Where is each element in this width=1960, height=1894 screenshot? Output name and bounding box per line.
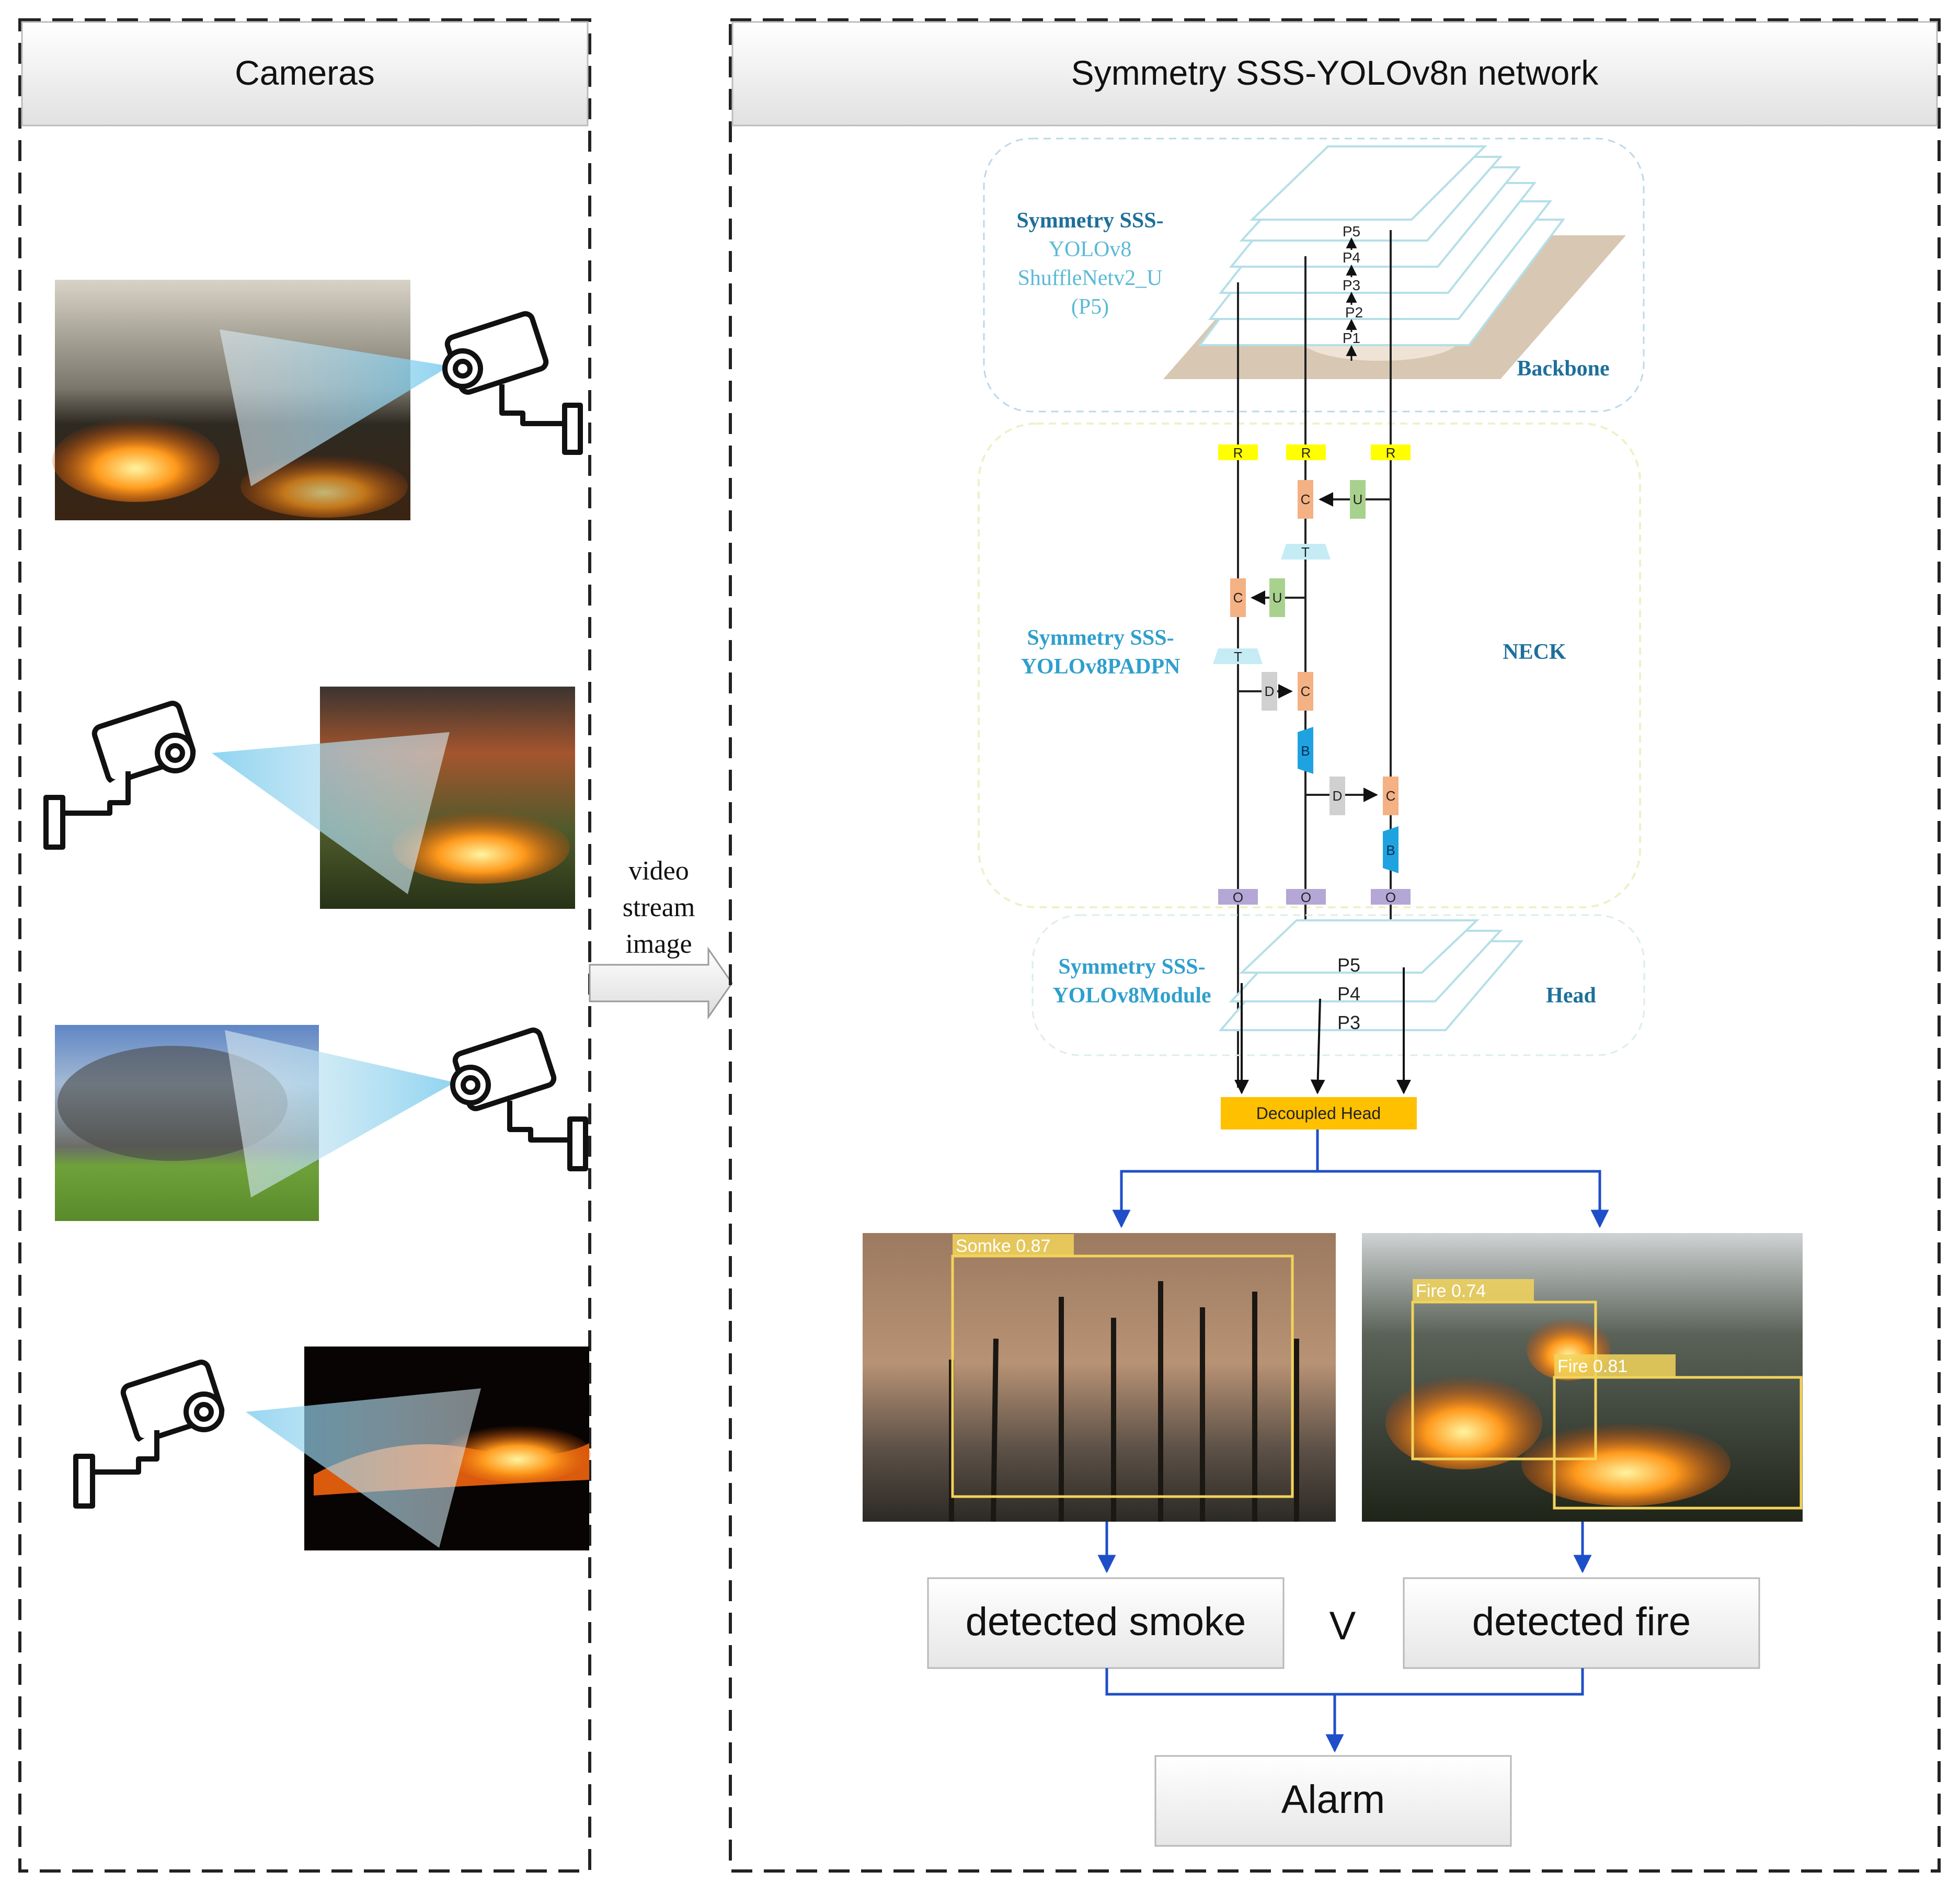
head-level-p4: P4	[1337, 983, 1360, 1005]
u-block: U	[1269, 578, 1285, 617]
network-panel: Symmetry SSS-YOLOv8n network Symmetry SS…	[729, 18, 1941, 1873]
svg-text:R: R	[1233, 445, 1243, 461]
svg-text:detected fire: detected fire	[1472, 1600, 1691, 1644]
alarm-box: Alarm	[1154, 1755, 1512, 1847]
svg-text:Alarm: Alarm	[1281, 1777, 1385, 1822]
u-block: U	[1350, 480, 1366, 519]
c-block: C	[1298, 480, 1313, 519]
o-block: O	[1371, 889, 1411, 905]
cctv-camera-icon	[442, 311, 583, 455]
smoke-bounding-box	[951, 1254, 1294, 1498]
c-block: C	[1383, 777, 1399, 815]
backbone-level-p3: P3	[1343, 277, 1360, 293]
r-block: R	[1218, 444, 1258, 461]
head-level-p5: P5	[1337, 954, 1360, 976]
c-block: C	[1298, 672, 1313, 711]
svg-text:U: U	[1273, 590, 1282, 606]
neck-name-line-1: Symmetry SSS-	[1027, 626, 1174, 650]
svg-text:C: C	[1301, 492, 1311, 507]
backbone-name-line-1: Symmetry SSS-	[1016, 209, 1163, 233]
backbone-tag: Backbone	[1517, 357, 1609, 381]
d-block: D	[1329, 777, 1345, 815]
svg-text:T: T	[1234, 649, 1242, 665]
camera-scene-grass-fire	[52, 280, 583, 520]
backbone-region: Symmetry SSS- YOLOv8 ShuffleNetv2_U (P5)…	[983, 138, 1645, 413]
t-block: T	[1213, 648, 1263, 665]
or-symbol: V	[1329, 1604, 1356, 1648]
fire-bounding-box-2	[1553, 1376, 1803, 1510]
cctv-camera-icon	[43, 701, 196, 850]
arrow-label-line-3: image	[625, 929, 692, 959]
svg-text:O: O	[1301, 889, 1311, 905]
backbone-level-p1: P1	[1343, 330, 1360, 346]
backbone-name-line-4: (P5)	[1071, 295, 1109, 319]
svg-text:D: D	[1265, 683, 1275, 699]
head-tag: Head	[1546, 984, 1596, 1008]
d-block: D	[1262, 672, 1277, 711]
svg-text:detected smoke: detected smoke	[966, 1600, 1246, 1644]
cctv-camera-icon	[450, 1028, 588, 1171]
head-region: Symmetry SSS- YOLOv8Module Head P5 P4 P3	[1031, 914, 1645, 1094]
c-block: C	[1230, 578, 1246, 617]
fire-detection-image: Fire 0.74 Fire 0.81	[1362, 1233, 1803, 1522]
head-name-line-2: YOLOv8Module	[1052, 984, 1211, 1008]
arrow-label-line-1: video	[628, 856, 689, 886]
r-block: R	[1286, 444, 1326, 461]
svg-text:Decoupled Head: Decoupled Head	[1256, 1104, 1381, 1123]
backbone-name-line-3: ShuffleNetv2_U	[1018, 266, 1163, 290]
svg-text:O: O	[1233, 889, 1243, 905]
neck-tag: NECK	[1503, 640, 1566, 664]
svg-text:B: B	[1301, 743, 1310, 759]
o-block: O	[1218, 889, 1258, 905]
fire-detection-label-1: Fire 0.74	[1416, 1281, 1486, 1301]
head-level-p3: P3	[1337, 1012, 1360, 1033]
detected-fire-box: detected fire	[1403, 1577, 1760, 1669]
svg-text:O: O	[1385, 889, 1396, 905]
svg-text:B: B	[1386, 842, 1395, 858]
smoke-detection-image: Somke 0.87	[863, 1233, 1336, 1522]
head-layer-stack	[1218, 919, 1524, 1031]
camera-scene-smoke-field	[55, 1025, 588, 1221]
svg-text:T: T	[1301, 544, 1310, 560]
smoke-detection-label: Somke 0.87	[956, 1236, 1050, 1256]
svg-text:C: C	[1233, 590, 1243, 606]
neck-region: Symmetry SSS- YOLOv8PADPN NECK R	[978, 230, 1641, 1088]
backbone-level-p5: P5	[1343, 223, 1360, 239]
svg-text:R: R	[1386, 445, 1396, 461]
camera-scene-forest-fire	[43, 687, 575, 909]
fire-detection-label-2: Fire 0.81	[1557, 1356, 1627, 1376]
backbone-name-line-2: YOLOv8	[1049, 237, 1132, 261]
t-block: T	[1281, 544, 1331, 560]
o-block: O	[1286, 889, 1326, 905]
network-title: Symmetry SSS-YOLOv8n network	[1071, 53, 1599, 92]
backbone-level-p2: P2	[1345, 304, 1363, 321]
head-name-line-1: Symmetry SSS-	[1058, 955, 1205, 979]
b-block: B	[1298, 727, 1313, 774]
b-block: B	[1383, 826, 1399, 873]
svg-text:C: C	[1386, 788, 1396, 804]
arrow-label-line-2: stream	[623, 893, 695, 922]
video-stream-arrow: video stream image	[589, 856, 733, 1020]
backbone-layer-stack	[1198, 145, 1565, 346]
camera-scene-night-fire	[73, 1347, 591, 1550]
cameras-panel: Cameras	[18, 18, 591, 1873]
backbone-level-p4: P4	[1343, 249, 1360, 266]
neck-name-line-2: YOLOv8PADPN	[1021, 655, 1180, 679]
cameras-title: Cameras	[235, 53, 375, 92]
detected-smoke-box: detected smoke	[927, 1577, 1285, 1669]
cctv-camera-icon	[73, 1360, 225, 1509]
r-block: R	[1371, 444, 1411, 461]
svg-text:R: R	[1301, 445, 1311, 461]
svg-text:D: D	[1333, 788, 1343, 804]
svg-text:U: U	[1353, 492, 1363, 507]
svg-text:C: C	[1301, 683, 1311, 699]
decoupled-head: Decoupled Head	[1221, 1097, 1417, 1129]
